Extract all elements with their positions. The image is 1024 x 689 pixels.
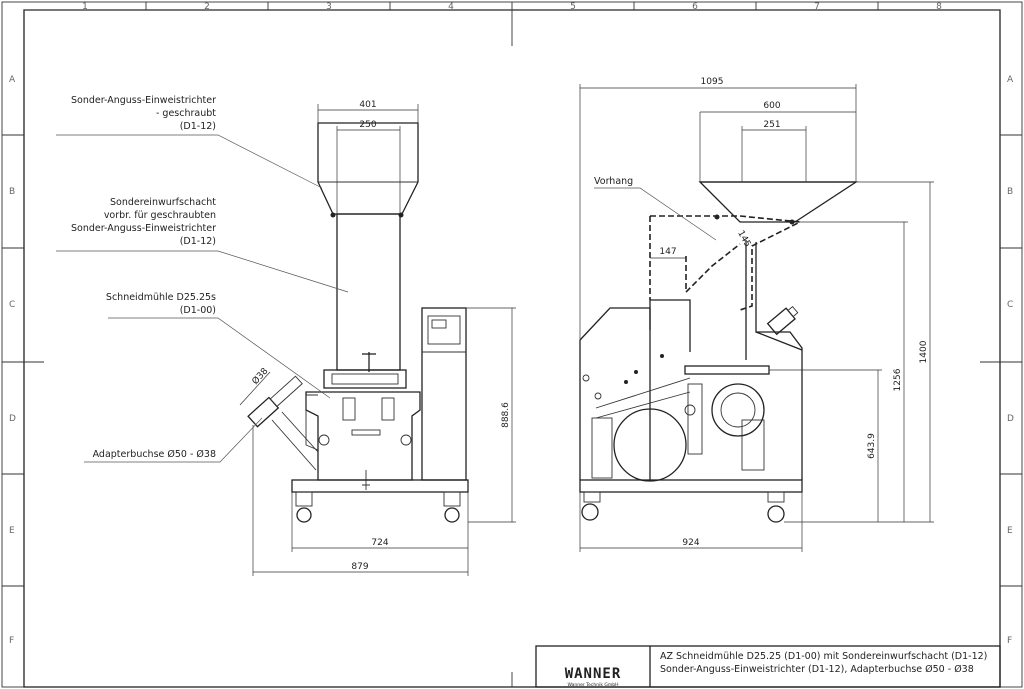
grid-column-labels: 1 2 3 4 5 6 7 8 bbox=[82, 2, 942, 12]
grid-col-4: 4 bbox=[448, 2, 454, 12]
title-block-line-2: Sonder-Anguss-Einweistrichter (D1-12), A… bbox=[660, 664, 974, 675]
dim-d38: Ø38 bbox=[250, 366, 271, 387]
grid-col-7: 7 bbox=[814, 2, 820, 12]
label-curtain: Vorhang bbox=[594, 176, 633, 187]
label-chute-2: vorbr. für geschraubten bbox=[104, 210, 216, 221]
label-hopper-3: (D1-12) bbox=[180, 121, 216, 132]
label-adapter: Adapterbuchse Ø50 - Ø38 bbox=[93, 449, 216, 460]
grid-col-5: 5 bbox=[570, 2, 576, 12]
dim-147: 147 bbox=[659, 247, 676, 257]
dim-724: 724 bbox=[371, 538, 388, 548]
label-chute-1: Sondereinwurfschacht bbox=[110, 197, 216, 208]
title-block: WANNER Wanner Technik GmbH AZ Schneidmüh… bbox=[535, 645, 1001, 688]
grid-col-8: 8 bbox=[936, 2, 942, 12]
title-block-logo-sub: Wanner Technik GmbH bbox=[567, 682, 618, 688]
grid-row-a-left: A bbox=[9, 75, 16, 85]
curtain-dashed bbox=[650, 215, 803, 311]
grid-row-b-right: B bbox=[1007, 187, 1013, 197]
dim-888-6: 888.6 bbox=[501, 402, 511, 428]
dim-401: 401 bbox=[359, 100, 376, 110]
dim-250: 250 bbox=[359, 120, 376, 130]
hopper-left bbox=[317, 122, 419, 215]
grid-row-d-left: D bbox=[9, 414, 16, 424]
label-mill-2: (D1-00) bbox=[180, 305, 216, 316]
side-dimensions: 1095 600 251 147 145 1400 1256 643.9 924 bbox=[579, 77, 934, 552]
grid-row-d-right: D bbox=[1007, 414, 1014, 424]
grid-row-f-left: F bbox=[9, 636, 14, 646]
front-view bbox=[247, 122, 469, 523]
label-hopper-1: Sonder-Anguss-Einweistrichter bbox=[71, 95, 216, 106]
side-view bbox=[579, 112, 859, 523]
title-block-line-1: AZ Schneidmühle D25.25 (D1-00) mit Sonde… bbox=[660, 651, 987, 662]
dim-1400: 1400 bbox=[919, 340, 929, 363]
title-block-logo: WANNER bbox=[565, 666, 622, 682]
label-mill-1: Schneidmühle D25.25s bbox=[106, 292, 216, 303]
label-chute-4: (D1-12) bbox=[180, 236, 216, 247]
front-dimensions: 401 250 888.6 724 879 Ø38 bbox=[239, 100, 516, 576]
dim-1095: 1095 bbox=[701, 77, 724, 87]
dim-924: 924 bbox=[682, 538, 699, 548]
grid-col-3: 3 bbox=[326, 2, 332, 12]
grid-row-e-left: E bbox=[9, 526, 15, 536]
dim-643-9: 643.9 bbox=[867, 433, 877, 459]
dim-600: 600 bbox=[763, 101, 780, 111]
label-hopper-2: - geschraubt bbox=[156, 108, 216, 119]
grid-row-f-right: F bbox=[1007, 636, 1012, 646]
grid-col-2: 2 bbox=[204, 2, 210, 12]
grid-row-b-left: B bbox=[9, 187, 15, 197]
side-labels: Vorhang bbox=[594, 176, 717, 241]
label-chute-3: Sonder-Anguss-Einweistrichter bbox=[71, 223, 216, 234]
front-labels: Sonder-Anguss-Einweistrichter - geschrau… bbox=[56, 95, 349, 463]
chute-left bbox=[336, 213, 401, 371]
grid-col-1: 1 bbox=[82, 2, 88, 12]
grid-col-6: 6 bbox=[692, 2, 698, 12]
dim-251: 251 bbox=[763, 120, 780, 130]
dim-145: 145 bbox=[735, 229, 752, 249]
dim-1256: 1256 bbox=[893, 368, 903, 391]
grid-row-e-right: E bbox=[1007, 526, 1013, 536]
dim-879: 879 bbox=[351, 562, 368, 572]
grid-row-c-left: C bbox=[9, 300, 15, 310]
grid-row-labels: A B C D E F A B C D E F bbox=[9, 75, 1014, 646]
grid-row-a-right: A bbox=[1007, 75, 1014, 85]
control-cabinet-left bbox=[421, 307, 467, 481]
grid-row-c-right: C bbox=[1007, 300, 1013, 310]
